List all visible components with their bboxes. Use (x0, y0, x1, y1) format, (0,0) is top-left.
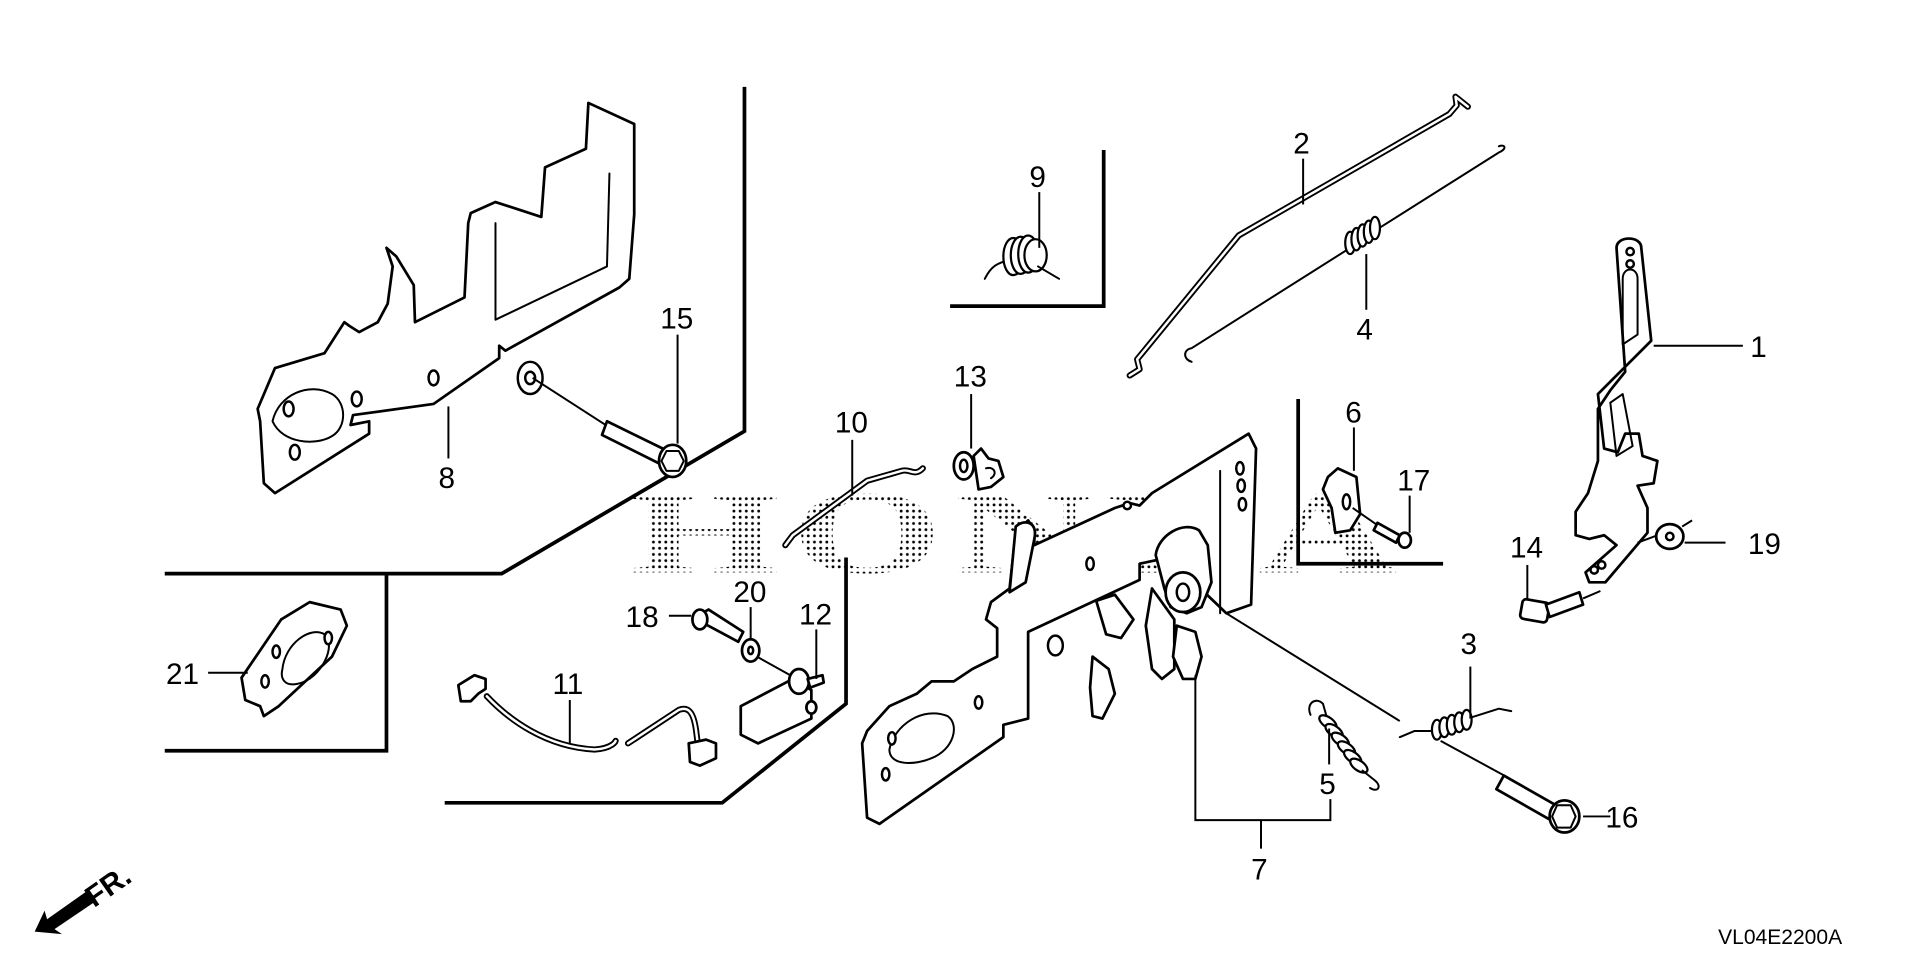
frame-part-9 (950, 150, 1106, 308)
part-1-control-lever (1574, 237, 1659, 584)
callout-1: 1 (1750, 331, 1767, 364)
part-8-control-base (256, 101, 636, 495)
part-21-gasket (240, 600, 349, 718)
frame-part-11-12 (444, 557, 848, 805)
spring-coils (1344, 215, 1382, 256)
callout-21: 21 (166, 658, 199, 691)
callout-9: 9 (1029, 161, 1046, 194)
part-17-screw (1352, 507, 1413, 549)
diagram-code: VL04E2200A (1718, 926, 1842, 949)
part-14-bolt (1518, 590, 1601, 624)
callout-14: 14 (1510, 532, 1543, 565)
callout-19: 19 (1748, 528, 1781, 561)
front-direction-indicator: FR. (34, 859, 137, 935)
callout-8: 8 (439, 462, 456, 495)
callout-2: 2 (1293, 128, 1310, 161)
part-19-nut (1637, 519, 1693, 551)
spring-coils (1318, 714, 1369, 774)
callout-17: 17 (1397, 465, 1430, 498)
group-frames (164, 86, 1444, 805)
part-13-clip (952, 447, 1005, 491)
callout-11: 11 (552, 668, 583, 701)
part-10-rod (782, 465, 926, 549)
callout-13: 13 (954, 361, 987, 394)
callout-16: 16 (1605, 802, 1638, 835)
part-4-rod-spring (1184, 144, 1506, 363)
callout-4: 4 (1356, 314, 1373, 347)
frame-part-8 (164, 86, 747, 576)
part-11-wire-harness (456, 673, 718, 768)
part-9-torsion-spring (983, 234, 1061, 280)
spring-coils (1430, 708, 1473, 741)
callout-15: 15 (660, 302, 693, 335)
callout-7: 7 (1251, 854, 1268, 887)
part-5-spring (1308, 699, 1380, 791)
callout-labels: 1 2 3 4 5 6 7 8 9 10 11 12 13 14 15 16 1… (166, 128, 1781, 887)
callout-5: 5 (1319, 768, 1336, 801)
part-15-flange-bolt (532, 377, 688, 479)
callout-20: 20 (733, 576, 766, 609)
part-16-flange-bolt (1440, 739, 1581, 834)
part-20-washer (740, 637, 791, 677)
part-12-switch (739, 667, 826, 745)
arrow-down-left-icon (34, 889, 97, 935)
frame-part-21 (164, 573, 389, 753)
frame-part-6-17 (1296, 398, 1444, 566)
part-3-spring (1225, 612, 1513, 741)
callout-leaders (208, 158, 1743, 849)
part-2-rod (1126, 93, 1471, 379)
part-18-screw (691, 608, 745, 644)
callout-6: 6 (1345, 397, 1362, 430)
callout-18: 18 (626, 601, 659, 634)
callout-12: 12 (799, 598, 832, 631)
callout-3: 3 (1460, 628, 1477, 661)
part-6-clip (1321, 466, 1362, 535)
callout-10: 10 (835, 406, 868, 439)
part-7-control-base-assembly (860, 432, 1258, 826)
